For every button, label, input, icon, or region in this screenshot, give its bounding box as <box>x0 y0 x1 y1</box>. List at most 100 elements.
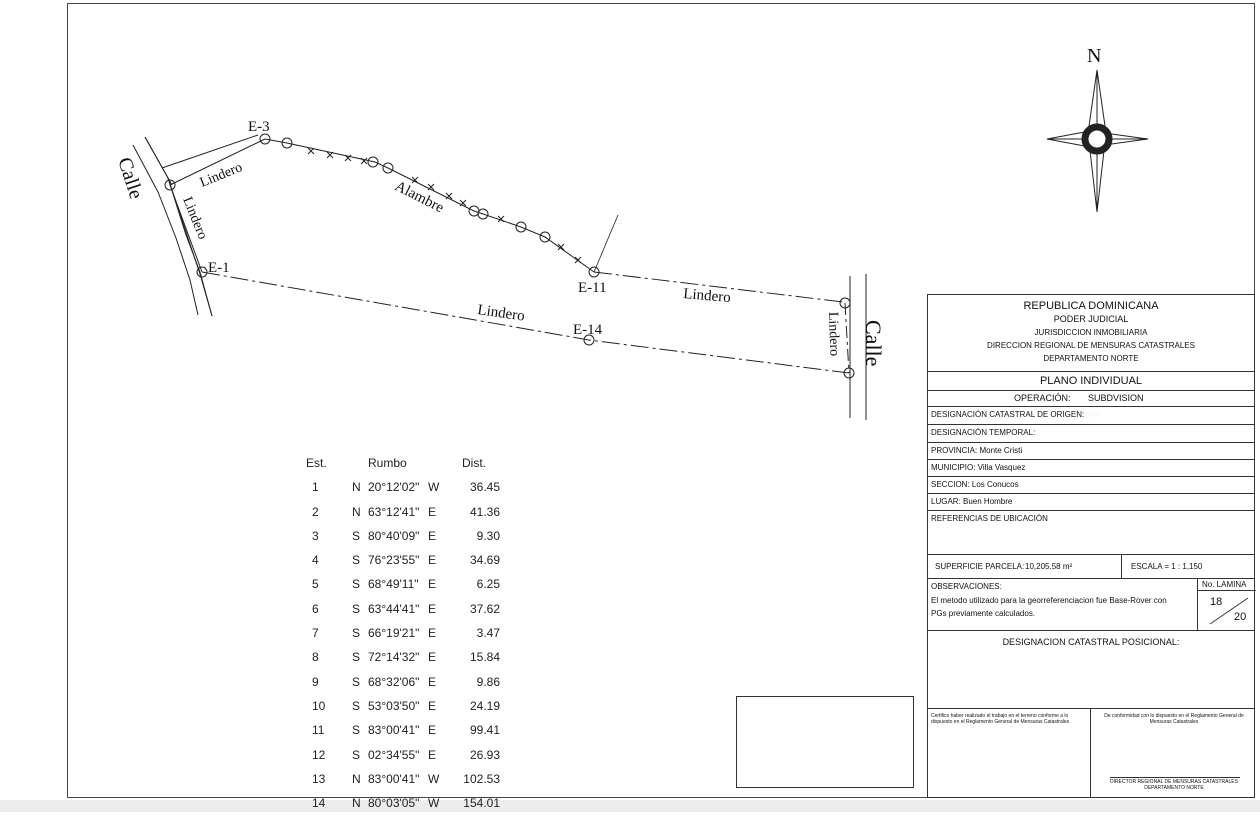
cell-dir1: S <box>352 723 361 738</box>
cell-dist: 3.47 <box>476 626 500 641</box>
cell-dir1: S <box>352 674 361 689</box>
cell-dist: 37.62 <box>469 601 500 616</box>
cell-angle: 63°12'41" <box>368 504 420 519</box>
superficie-row: SUPERFICIE PARCELA: 10,205.58 m² ESCALA … <box>928 555 1254 579</box>
cell-angle: 72°14'32" <box>368 650 420 665</box>
header-line: DIRECCION REGIONAL DE MENSURAS CATASTRAL… <box>987 341 1195 350</box>
boundary-label: Lindero <box>476 302 525 324</box>
cell-dir2: E <box>428 698 437 713</box>
cell-angle: 80°03'05" <box>368 796 420 811</box>
table-header: Est. Rumbo Dist. <box>300 456 520 480</box>
cell-est: 3 <box>312 528 319 543</box>
table-row: 7 S 66°19'21" E 3.47 <box>300 626 520 650</box>
cell-dir1: N <box>352 771 361 786</box>
cell-angle: 63°44'41" <box>368 601 420 616</box>
cell-dist: 154.01 <box>463 796 500 811</box>
cell-est: 5 <box>312 577 319 592</box>
footer-bar <box>0 800 1260 812</box>
cell-est: 9 <box>312 674 319 689</box>
cell-dir1: N <box>352 796 361 811</box>
cell-dir2: E <box>428 747 437 762</box>
cell-dir1: S <box>352 553 361 568</box>
cell-angle: 68°32'06" <box>368 674 420 689</box>
posicional-row: DESIGNACION CATASTRAL POSICIONAL: <box>928 631 1254 709</box>
cell-est: 12 <box>312 747 326 762</box>
boundary-label: Lindero <box>179 195 210 242</box>
cell-angle: 76°23'55" <box>368 553 420 568</box>
table-row: 2 N 63°12'41" E 41.36 <box>300 505 520 529</box>
cell-dir2: W <box>428 796 440 811</box>
table-row: 14 N 80°03'05" W 154.01 <box>300 796 520 820</box>
cell-dist: 9.86 <box>476 674 500 689</box>
observaciones-row: OBSERVACIONES: El metodo utilizado para … <box>928 579 1256 631</box>
header-rumbo: Rumbo <box>368 456 407 470</box>
cell-dist: 15.84 <box>469 650 500 665</box>
cell-angle: 68°49'11" <box>368 577 419 592</box>
cell-dir1: S <box>352 626 361 641</box>
cell-dir2: E <box>428 674 437 689</box>
cell-angle: 80°40'09" <box>368 528 420 543</box>
lamina-box: No. LAMINA 18 20 <box>1197 579 1256 630</box>
cell-dir1: N <box>352 504 361 519</box>
cell-dir1: N <box>352 480 361 495</box>
cell-est: 13 <box>312 771 326 786</box>
cell-est: 8 <box>312 650 319 665</box>
north-label: N <box>1087 45 1101 67</box>
cell-est: 1 <box>312 480 319 495</box>
cell-dir1: S <box>352 698 361 713</box>
provincia-row: PROVINCIA: Monte Cristi <box>928 443 1254 460</box>
station-label: E-14 <box>573 322 603 338</box>
north-arrow-icon <box>1046 69 1149 213</box>
cell-dir1: S <box>352 747 361 762</box>
header-line: DEPARTAMENTO NORTE <box>1043 354 1139 363</box>
cell-angle: 20°12'02" <box>368 480 420 495</box>
header-line: JURISDICCION INMOBILIARIA <box>1034 328 1148 337</box>
lugar-row: LUGAR: Buen Hombre <box>928 494 1254 511</box>
cell-dir2: E <box>428 577 437 592</box>
cell-dist: 36.45 <box>469 480 500 495</box>
cell-dir1: S <box>352 650 361 665</box>
cell-dir2: E <box>428 723 437 738</box>
header-line: REPUBLICA DOMINICANA <box>1023 300 1159 312</box>
cell-dist: 26.93 <box>469 747 500 762</box>
cell-dist: 102.53 <box>463 771 500 786</box>
seccion-row: SECCION: Los Conucos <box>928 477 1254 494</box>
title-header: REPUBLICA DOMINICANA PODER JUDICIAL JURI… <box>928 295 1254 372</box>
signatures-row: Certifico haber realizado el trabajo en … <box>928 709 1254 797</box>
cell-est: 14 <box>312 796 326 811</box>
cell-est: 11 <box>312 723 325 738</box>
cell-dist: 34.69 <box>469 553 500 568</box>
cell-dir2: E <box>428 601 437 616</box>
cell-dist: 99.41 <box>469 723 500 738</box>
cell-dir2: E <box>428 626 437 641</box>
cell-dist: 9.30 <box>476 528 500 543</box>
cell-est: 2 <box>312 504 319 519</box>
cell-dir1: S <box>352 577 361 592</box>
title-block: REPUBLICA DOMINICANA PODER JUDICIAL JURI… <box>927 294 1256 798</box>
boundary-label: Lindero <box>683 286 732 306</box>
cell-dir2: E <box>428 504 437 519</box>
referencias-row: REFERENCIAS DE UBICACIÓN <box>928 511 1254 555</box>
cell-dir1: S <box>352 601 361 616</box>
header-line: PODER JUDICIAL <box>1053 314 1129 324</box>
header-est: Est. <box>306 456 327 470</box>
cell-dir1: S <box>352 528 361 543</box>
cell-dist: 41.36 <box>469 504 500 519</box>
blank-box <box>736 696 914 788</box>
boundary-label: Lindero <box>825 312 842 357</box>
origen-row: DESIGNACIÓN CATASTRAL DE ORIGEN: ·······… <box>928 407 1254 425</box>
header-dist: Dist. <box>462 456 486 470</box>
operacion-row: OPERACIÓN: SUBDVISION <box>928 391 1254 407</box>
station-label: E-3 <box>248 119 270 135</box>
cell-est: 7 <box>312 626 319 641</box>
cell-angle: 66°19'21" <box>368 626 420 641</box>
